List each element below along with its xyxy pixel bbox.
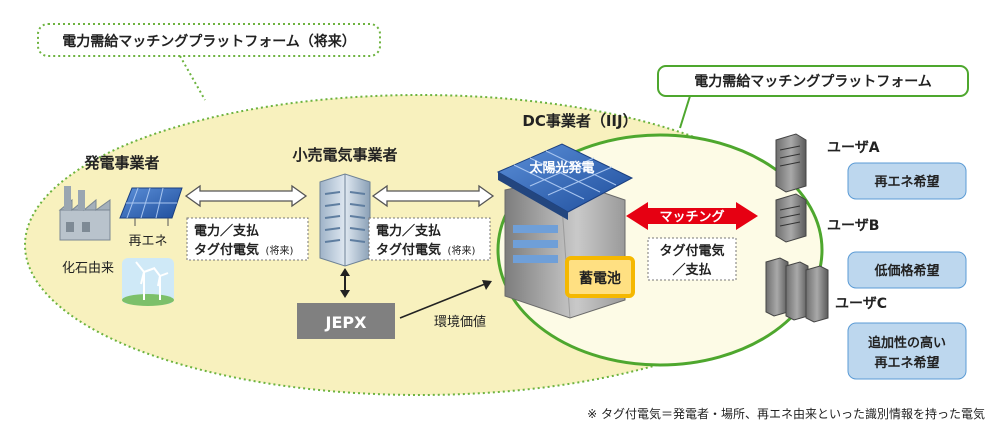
left-flow-box [186,217,309,261]
dc-solar-panel-icon [496,143,634,220]
user-b-name: ユーザB [827,218,879,234]
future-platform-label-box [37,23,381,57]
user-b-need: 低価格希望 [873,263,939,279]
left-flow-suffix: (将来) [266,245,294,257]
solar-panel-icon [119,187,183,226]
user-c-need-line1: 追加性の高い [868,335,946,351]
user-c-name: ユーザC [835,296,887,312]
right-flow-line1: 電力／支払 [376,223,441,239]
server-icon-b [775,193,807,243]
retailer-building-icon [319,173,371,267]
fossil-label: 化石由来 [62,261,114,276]
future-platform-label: 電力需給マッチングプラットフォーム（将来） [62,33,356,50]
future-platform-label-connector [179,55,206,101]
retailer-jepx-arrow [340,268,350,298]
dc-operator-title: DC事業者（IIJ） [522,112,637,130]
retailer-title: 小売電気事業者 [292,146,397,164]
server-icon-c [765,257,829,323]
user-a-name: ユーザA [827,140,880,156]
env-value-arrow [399,280,492,319]
user-b-need-box [847,251,967,289]
double-arrow-left [184,184,308,208]
platform-label-box [657,65,969,97]
solar-label: 太陽光発電 [528,160,594,176]
user-c-need-line2: 再エネ希望 [874,355,939,371]
wind-turbine-icon [122,258,174,306]
tagged-flow-box [647,237,737,281]
double-arrow-right [371,184,495,208]
jepx-box [297,303,395,339]
server-icon-a [775,133,807,193]
user-a-need-box [847,162,967,200]
left-flow-line1: 電力／支払 [194,223,259,239]
factory-icon [58,186,111,241]
platform-label-connector [679,95,691,129]
left-flow-line2: タグ付電気 [194,242,259,258]
matching-label: マッチング [659,209,724,225]
right-flow-suffix: (将来) [448,245,476,257]
right-flow-line2-row: タグ付電気 (将来) [376,242,475,258]
generator-title: 発電事業者 [83,154,159,172]
jepx-label: JEPX [325,313,368,332]
env-value-label: 環境価値 [434,314,486,330]
matching-arrow [626,202,758,230]
footnote: ※ タグ付電気＝発電者・場所、再エネ由来といった識別情報を持った電気 [587,406,985,421]
left-flow-line2-row: タグ付電気 (将来) [194,242,293,258]
user-a-need: 再エネ希望 [874,174,939,190]
right-flow-box [368,217,491,261]
platform-label: 電力需給マッチングプラットフォーム [694,73,932,90]
battery-label: 蓄電池 [579,270,621,287]
battery-box [565,256,635,298]
right-flow-line2: タグ付電気 [376,242,441,258]
tagged-flow-line1: タグ付電気 [659,243,724,259]
tagged-flow-line2: ／支払 [672,262,711,278]
user-c-need-box [847,322,967,380]
renewable-label: 再エネ [128,234,167,249]
